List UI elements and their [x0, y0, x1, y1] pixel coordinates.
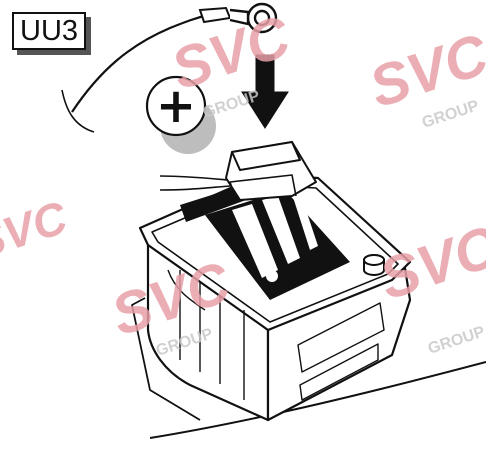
cable-bundle	[160, 176, 230, 190]
watermark-brand-4: SVC	[372, 213, 486, 312]
watermark-sub-4: GROUP	[426, 323, 486, 357]
watermark-brand-1: SVC	[164, 3, 299, 102]
watermark-brand-5: SVC	[0, 191, 74, 270]
figure-label: UU3	[12, 12, 86, 50]
